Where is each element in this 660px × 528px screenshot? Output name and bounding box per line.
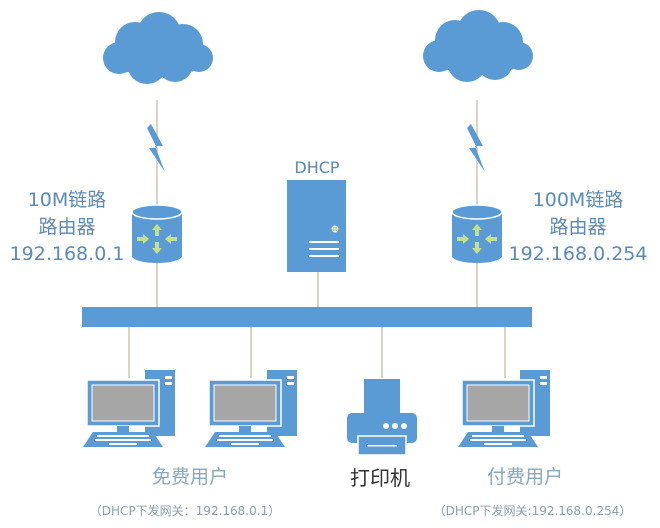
device-type: 路由器 [38,216,96,238]
computer-icon [82,369,176,448]
computer-icon [457,369,551,448]
router-ip: 192.168.0.1 [9,243,125,265]
router-icon [131,204,183,264]
lightning-icon [467,124,485,172]
paid-users-gateway: （DHCP下发网关:192.168.0.254） [433,504,632,518]
cloud-icon [103,12,213,84]
free-users-label: 免费用户 [151,466,228,488]
router-right-label: 100M链路 路由器 192.168.0.254 [506,187,650,268]
link-speed: 100M链路 [532,189,624,211]
printer-label: 打印机 [350,466,410,490]
network-bus [82,307,532,327]
computer-icon [204,369,298,448]
link-speed: 10M链路 [27,189,107,211]
free-users-gateway: （DHCP下发网关：192.168.0.1） [89,504,281,518]
server-icon [287,180,346,272]
lightning-icon [147,124,165,172]
printer-icon [347,379,417,456]
dhcp-server-label: DHCP [294,158,340,177]
device-type: 路由器 [549,216,607,238]
router-ip: 192.168.0.254 [508,243,648,265]
router-left-label: 10M链路 路由器 192.168.0.1 [8,187,126,268]
connection-lines [128,100,506,378]
cloud-icon [423,10,533,82]
router-icon [451,204,503,264]
paid-users-label: 付费用户 [486,466,563,488]
